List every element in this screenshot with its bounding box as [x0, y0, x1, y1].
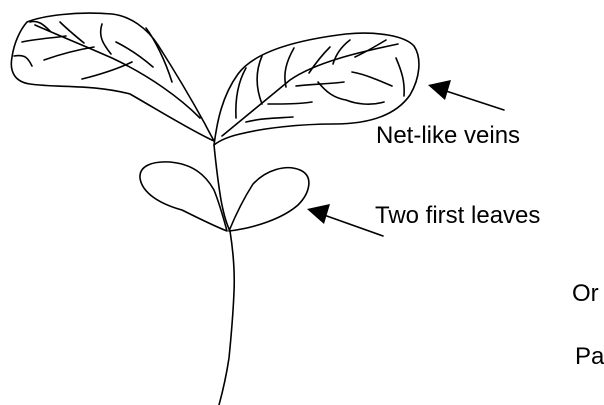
cut-off-label-1: Or: [572, 280, 599, 307]
left-true-leaf: [10, 12, 215, 142]
right-true-leaf: [213, 32, 420, 146]
cut-off-label-2: Pa: [575, 343, 604, 370]
left-first-leaf: [139, 161, 228, 232]
arrow-to-veins: [428, 80, 505, 111]
two-first-leaves-label: Two first leaves: [375, 202, 541, 229]
arrow-to-first-leaves: [307, 204, 384, 237]
net-like-veins-label: Net-like veins: [376, 122, 521, 149]
right-first-leaf: [228, 166, 310, 232]
stem: [213, 144, 236, 405]
